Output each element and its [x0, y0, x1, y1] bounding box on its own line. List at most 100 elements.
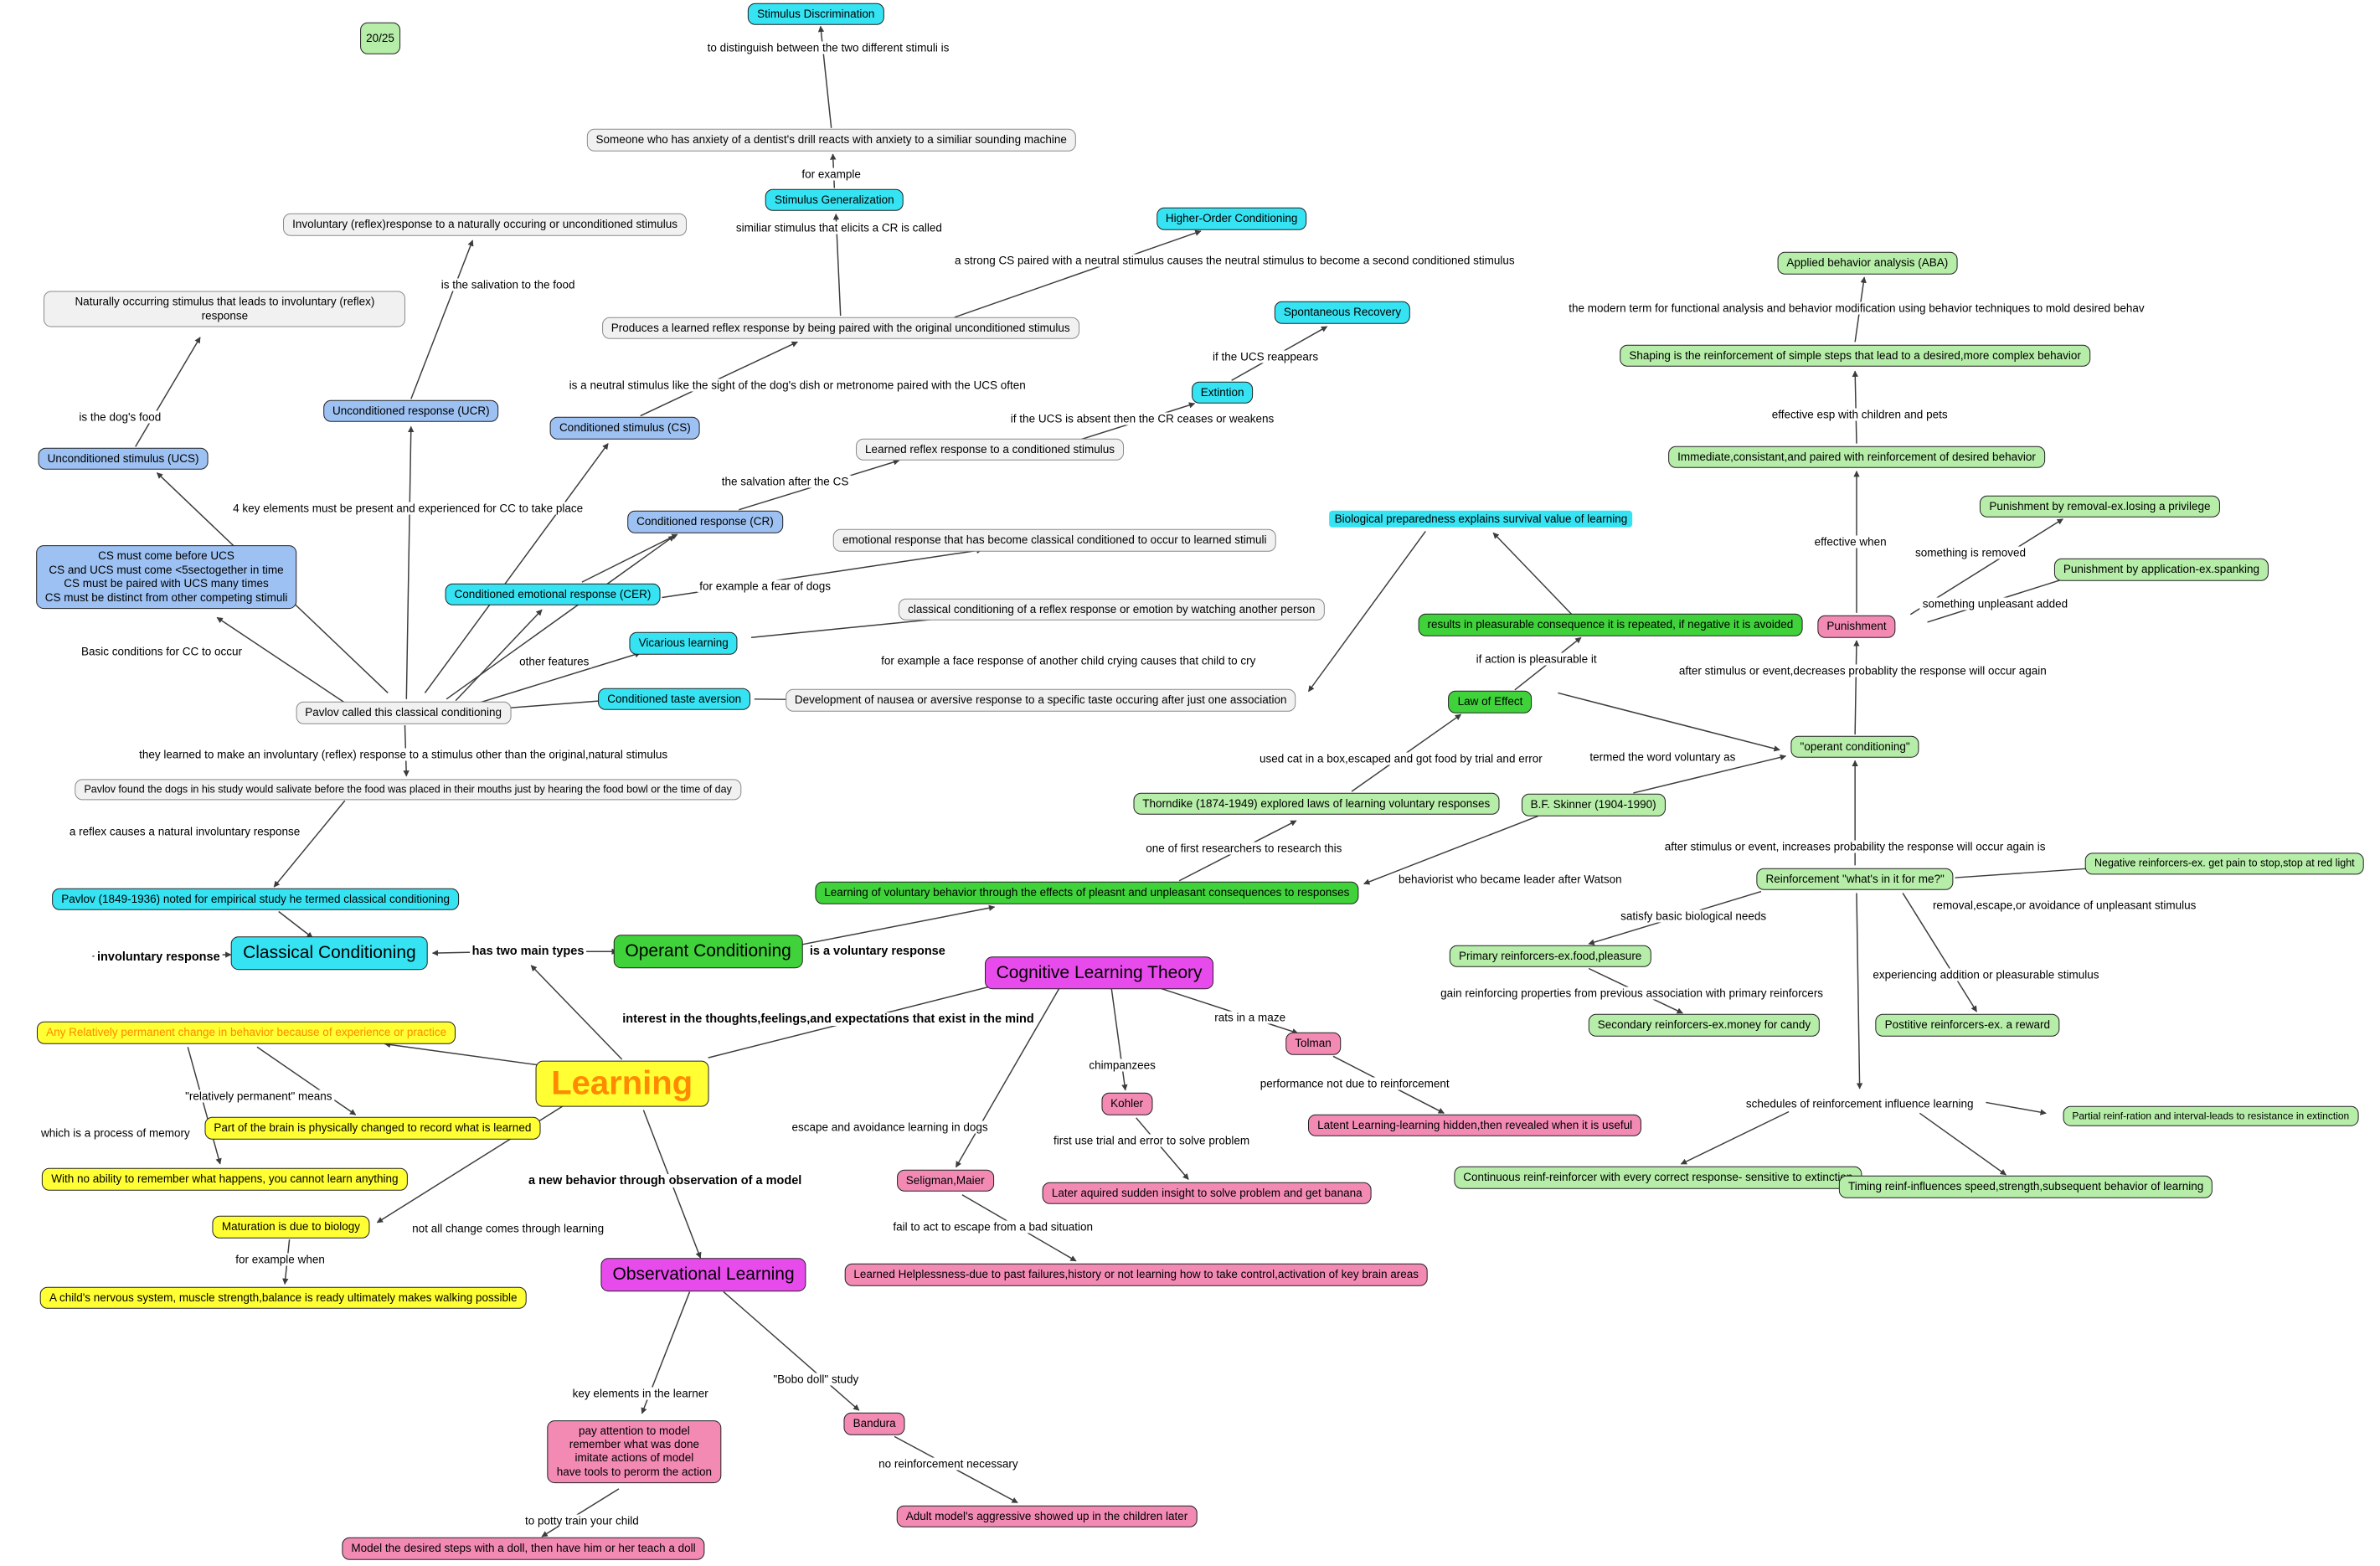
node-learning-voluntary-behavior[interactable]: Learning of voluntary behavior through t… — [815, 881, 1359, 904]
node-primary-reinforcers[interactable]: Primary reinforcers-ex.food,pleasure — [1449, 945, 1651, 967]
node-learned-reflex-response[interactable]: Learned reflex response to a conditioned… — [856, 438, 1124, 461]
node-pleasurable-consequence[interactable]: results in pleasurable consequence it is… — [1418, 614, 1803, 636]
node-brain-physically-changed[interactable]: Part of the brain is physically changed … — [204, 1117, 541, 1140]
node-latent-learning[interactable]: Latent Learning-learning hidden,then rev… — [1308, 1114, 1642, 1137]
node-classical-conditioning[interactable]: Classical Conditioning — [231, 936, 428, 970]
connector-label: termed the word voluntary as — [1587, 750, 1739, 764]
node-higher-order-conditioning[interactable]: Higher-Order Conditioning — [1156, 207, 1307, 230]
edge — [256, 1046, 357, 1115]
node-pavlov-called-cc[interactable]: Pavlov called this classical conditionin… — [296, 701, 512, 724]
connector-label: experiencing addition or pleasurable sti… — [1870, 968, 2102, 981]
node-learner-key-elements[interactable]: pay attention to model remember what was… — [547, 1419, 722, 1484]
node-insight-banana[interactable]: Later aquired sudden insight to solve pr… — [1042, 1182, 1372, 1204]
node-naturally-occurring-stimulus[interactable]: Naturally occurring stimulus that leads … — [44, 291, 406, 327]
edge — [455, 609, 543, 702]
node-permanent-change-definition[interactable]: Any Relatively permanent change in behav… — [37, 1022, 456, 1044]
connector-label: the modern term for functional analysis … — [1566, 301, 2147, 315]
node-partial-reinforcement[interactable]: Partial reinf-ration and interval-leads … — [2063, 1105, 2359, 1127]
connector-label: fail to act to escape from a bad situati… — [890, 1220, 1096, 1234]
node-dentist-drill-example[interactable]: Someone who has anxiety of a dentist's d… — [586, 129, 1076, 152]
node-operant-conditioning[interactable]: Operant Conditioning — [613, 935, 803, 968]
connector-label: Basic conditions for CC to occur — [78, 645, 245, 658]
edge — [1856, 893, 1863, 1090]
edge — [273, 800, 346, 888]
node-cc-by-watching[interactable]: classical conditioning of a reflex respo… — [899, 598, 1325, 621]
node-score-badge[interactable]: 20/25 — [360, 22, 400, 55]
connector-label: escape and avoidance learning in dogs — [789, 1120, 991, 1134]
node-pavlov-found-dogs[interactable]: Pavlov found the dogs in his study would… — [75, 779, 741, 801]
node-vicarious-learning[interactable]: Vicarious learning — [629, 632, 738, 655]
connector-label: for example — [799, 167, 863, 181]
node-immediate-consistant[interactable]: Immediate,consistant,and paired with rei… — [1668, 446, 2045, 469]
node-punishment-by-removal[interactable]: Punishment by removal-ex.losing a privil… — [1980, 495, 2220, 518]
node-secondary-reinforcers[interactable]: Secondary reinforcers-ex.money for candy — [1588, 1014, 1821, 1037]
node-produces-learned-reflex[interactable]: Produces a learned reflex response by be… — [601, 317, 1079, 339]
node-observational-learning[interactable]: Observational Learning — [600, 1258, 806, 1291]
node-positive-reinforcers[interactable]: Postitive reinforcers-ex. a reward — [1875, 1014, 2060, 1037]
node-pavlov-empirical[interactable]: Pavlov (1849-1936) noted for empirical s… — [52, 888, 460, 910]
node-stimulus-generalization[interactable]: Stimulus Generalization — [765, 188, 904, 212]
edge — [187, 1047, 222, 1165]
node-conditioned-emotional-response[interactable]: Conditioned emotional response (CER) — [445, 583, 661, 605]
node-operant-conditioning-term[interactable]: "operant conditioning" — [1790, 735, 1919, 758]
node-punishment[interactable]: Punishment — [1817, 615, 1896, 638]
node-law-of-effect[interactable]: Law of Effect — [1448, 691, 1533, 713]
connector-label: is a neutral stimulus like the sight of … — [566, 379, 1028, 392]
node-stimulus-discrimination[interactable]: Stimulus Discrimination — [748, 3, 884, 25]
edge — [1363, 815, 1538, 885]
node-adult-model-aggression[interactable]: Adult model's aggressive showed up in th… — [896, 1505, 1198, 1527]
edge — [541, 1488, 620, 1538]
node-bandura[interactable]: Bandura — [843, 1413, 905, 1435]
connector-label: after stimulus or event,decreases probab… — [1676, 664, 2049, 677]
node-seligman-maier[interactable]: Seligman,Maier — [896, 1169, 994, 1193]
node-continuous-reinforcement[interactable]: Continuous reinf-reinforcer with every c… — [1454, 1167, 1862, 1189]
node-unconditioned-response[interactable]: Unconditioned response (UCR) — [323, 399, 499, 423]
node-kohler[interactable]: Kohler — [1101, 1092, 1153, 1115]
node-tolman[interactable]: Tolman — [1285, 1033, 1341, 1055]
edge — [471, 652, 641, 706]
node-punishment-by-application[interactable]: Punishment by application-ex.spanking — [2053, 558, 2269, 581]
node-learned-helplessness[interactable]: Learned Helplessness-due to past failure… — [844, 1263, 1428, 1286]
connector-label: something is removed — [1912, 546, 2029, 559]
node-conditioned-stimulus[interactable]: Conditioned stimulus (CS) — [549, 416, 700, 440]
node-involuntary-reflex-response[interactable]: Involuntary (reflex)response to a natura… — [283, 214, 688, 236]
node-cc-basic-conditions[interactable]: CS must come before UCS CS and UCS must … — [35, 545, 297, 610]
node-learning[interactable]: Learning — [535, 1060, 709, 1107]
edge — [410, 240, 474, 399]
edge — [384, 1041, 543, 1067]
node-biological-preparedness[interactable]: Biological preparedness explains surviva… — [1329, 510, 1633, 528]
node-thorndike[interactable]: Thorndike (1874-1949) explored laws of l… — [1133, 792, 1500, 815]
connector-label: effective esp with children and pets — [1769, 408, 1950, 420]
node-extintion[interactable]: Extintion — [1191, 381, 1254, 404]
edge — [216, 616, 348, 704]
connector-label: key elements in the learner — [569, 1387, 711, 1400]
node-negative-reinforcers[interactable]: Negative reinforcers-ex. get pain to sto… — [2085, 853, 2364, 874]
node-model-doll-steps[interactable]: Model the desired steps with a doll, the… — [342, 1538, 705, 1560]
node-no-memory-no-learning[interactable]: With no ability to remember what happens… — [42, 1167, 408, 1191]
connector-label: if the UCS reappears — [1210, 350, 1321, 363]
edge — [1558, 692, 1780, 752]
node-maturation[interactable]: Maturation is due to biology — [212, 1215, 369, 1239]
connector-label: removal,escape,or avoidance of unpleasan… — [1929, 899, 2199, 912]
node-conditioned-response[interactable]: Conditioned response (CR) — [627, 510, 783, 533]
node-shaping[interactable]: Shaping is the reinforcement of simple s… — [1620, 344, 2090, 367]
node-spontaneous-recovery[interactable]: Spontaneous Recovery — [1274, 301, 1411, 324]
connector-label: a new behavior through observation of a … — [525, 1173, 805, 1187]
node-cognitive-learning-theory[interactable]: Cognitive Learning Theory — [984, 956, 1214, 990]
node-reinforcement[interactable]: Reinforcement "what's in it for me?" — [1756, 868, 1954, 890]
connector-label: the salvation after the CS — [719, 475, 852, 488]
node-emotional-response-conditioned[interactable]: emotional response that has become class… — [832, 529, 1276, 552]
node-unconditioned-stimulus[interactable]: Unconditioned stimulus (UCS) — [38, 447, 209, 471]
connector-label: is a voluntary response — [806, 945, 948, 959]
node-child-walking[interactable]: A child's nervous system, muscle strengt… — [39, 1286, 527, 1309]
connector-label: for example when — [233, 1253, 327, 1266]
node-conditioned-taste-aversion[interactable]: Conditioned taste aversion — [598, 688, 751, 710]
node-bf-skinner[interactable]: B.F. Skinner (1904-1990) — [1521, 794, 1666, 816]
connector-label: to potty train your child — [522, 1514, 641, 1527]
connector-label: no reinforcement necessary — [876, 1457, 1021, 1471]
node-applied-behavior-analysis[interactable]: Applied behavior analysis (ABA) — [1777, 252, 1958, 275]
edge — [1680, 1110, 1790, 1165]
node-timing-reinforcement[interactable]: Timing reinf-influences speed,strength,s… — [1839, 1176, 2213, 1198]
node-nausea-development[interactable]: Development of nausea or aversive respon… — [785, 689, 1296, 712]
